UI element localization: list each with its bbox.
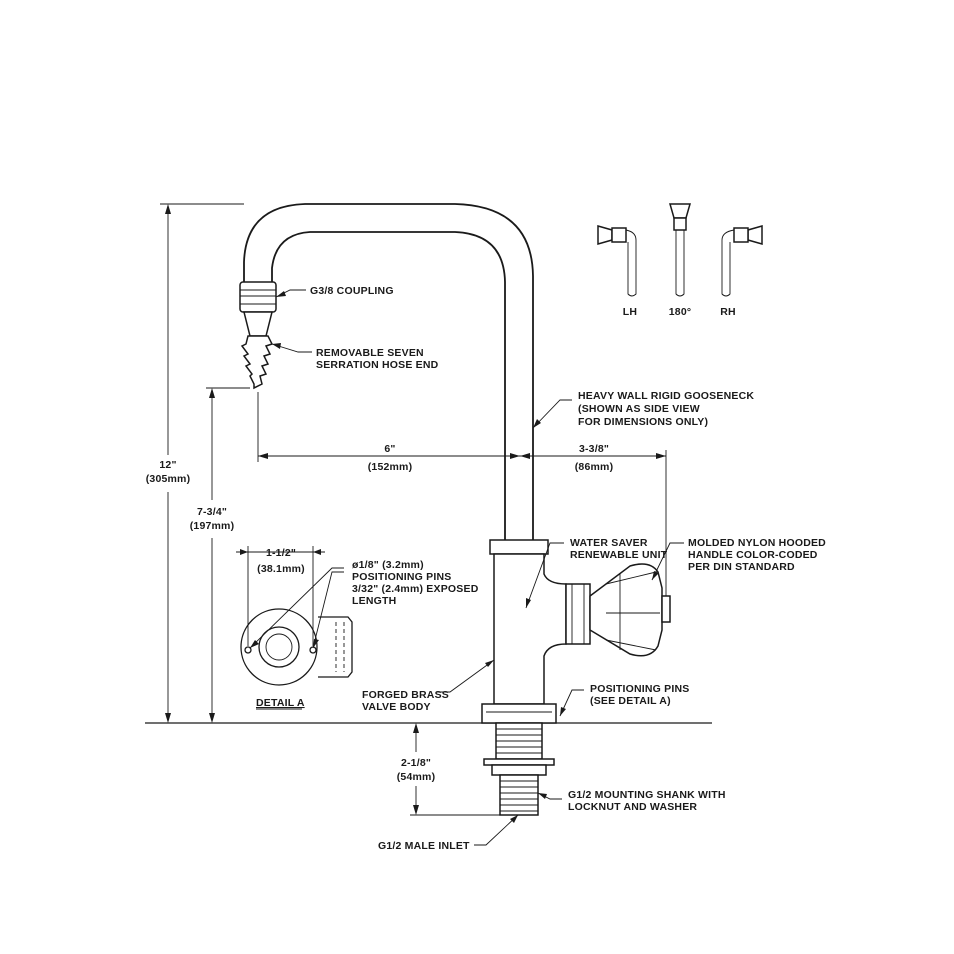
handle-option-label-lh: LH: [623, 306, 637, 318]
coupling: [239, 281, 277, 337]
handle-option-label-180: 180°: [669, 306, 692, 318]
handle-option-180: [669, 203, 691, 297]
label-gooseneck-2: (SHOWN AS SIDE VIEW: [578, 403, 700, 415]
label-shank-1: G1/2 MOUNTING SHANK WITH: [568, 789, 726, 801]
label-gooseneck-3: FOR DIMENSIONS ONLY): [578, 416, 708, 428]
label-handle-1: MOLDED NYLON HOODED: [688, 537, 826, 549]
label-pins-detail-3: 3/32" (2.4mm) EXPOSED: [352, 583, 479, 595]
dim-shank-length: [410, 723, 500, 816]
label-gooseneck-1: HEAVY WALL RIGID GOOSENECK: [578, 390, 754, 402]
label-handle-2: HANDLE COLOR-CODED: [688, 549, 818, 561]
label-pins-detail-2: POSITIONING PINS: [352, 571, 451, 583]
dim-detail-spacing: [236, 546, 325, 646]
hose-end: [240, 335, 274, 390]
label-hose-end-2: SERRATION HOSE END: [316, 359, 439, 371]
handle-option-rh: [721, 225, 763, 297]
handle-molded-nylon: [565, 563, 671, 657]
label-water-saver-1: WATER SAVER: [570, 537, 648, 549]
dim-reach: [257, 392, 520, 462]
dim-total-height: [160, 203, 244, 723]
label-inlet: G1/2 MALE INLET: [378, 840, 470, 852]
leaders: [249, 289, 684, 846]
label-valve-body-1: FORGED BRASS: [362, 689, 449, 701]
handle-option-lh: [597, 225, 637, 297]
label-positioning-pins-1: POSITIONING PINS: [590, 683, 689, 695]
valve-body: [481, 539, 567, 724]
dim-total-height-metric: (305mm): [146, 473, 191, 485]
mounting-shank: [483, 722, 555, 816]
dim-handle-offset-imperial: 3-3/8": [579, 443, 609, 455]
gooseneck: [243, 203, 534, 540]
dim-detail-spacing-imperial: 1-1/2": [266, 547, 296, 559]
dim-outlet-height-imperial: 7-3/4": [197, 506, 227, 518]
dim-handle-offset-metric: (86mm): [575, 461, 614, 473]
dim-reach-metric: (152mm): [368, 461, 413, 473]
dim-reach-imperial: 6": [384, 443, 395, 455]
label-handle-3: PER DIN STANDARD: [688, 561, 795, 573]
label-hose-end-1: REMOVABLE SEVEN: [316, 347, 424, 359]
handle-option-label-rh: RH: [720, 306, 736, 318]
label-positioning-pins-2: (SEE DETAIL A): [590, 695, 671, 707]
dim-detail-spacing-metric: (38.1mm): [257, 563, 305, 575]
label-pins-detail-1: ø1/8" (3.2mm): [352, 559, 424, 571]
label-valve-body-2: VALVE BODY: [362, 701, 431, 713]
label-detail-a: DETAIL A: [256, 697, 305, 709]
dim-total-height-imperial: 12": [159, 459, 176, 471]
label-water-saver-2: RENEWABLE UNIT: [570, 549, 668, 561]
label-coupling: G3/8 COUPLING: [310, 285, 394, 297]
label-pins-detail-4: LENGTH: [352, 595, 396, 607]
detail-a-view: [240, 608, 353, 686]
label-shank-2: LOCKNUT AND WASHER: [568, 801, 697, 813]
dim-outlet-height-metric: (197mm): [190, 520, 235, 532]
dim-outlet-height: [206, 387, 250, 723]
dim-handle-offset: [520, 450, 667, 596]
dim-shank-length-metric: (54mm): [397, 771, 436, 783]
dim-shank-length-imperial: 2-1/8": [401, 757, 431, 769]
